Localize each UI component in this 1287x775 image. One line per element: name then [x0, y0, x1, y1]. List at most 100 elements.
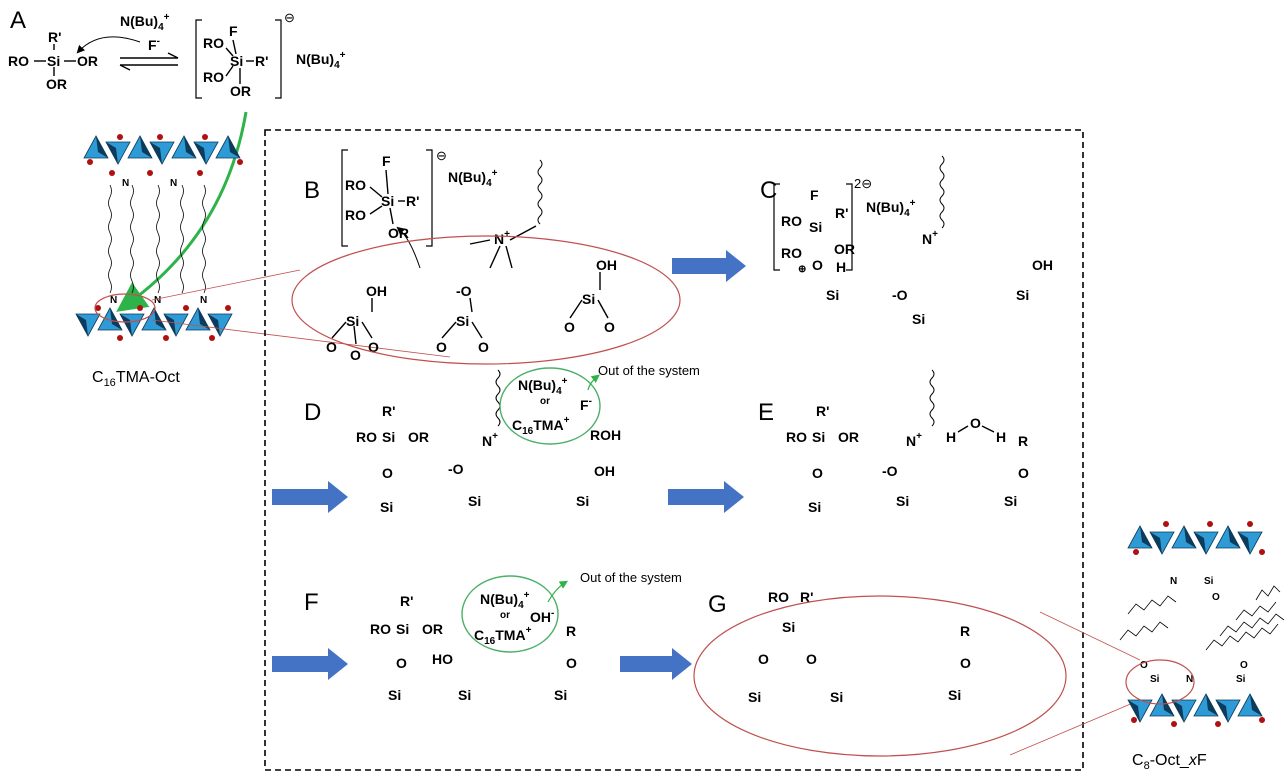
- svg-text:Si: Si: [808, 499, 821, 515]
- svg-text:OH: OH: [366, 283, 387, 299]
- svg-text:Si: Si: [1150, 674, 1160, 685]
- bottom-silicate-layer: [75, 305, 233, 341]
- svg-text:Si: Si: [554, 687, 567, 703]
- svg-text:N+: N+: [494, 229, 510, 247]
- hexacoordinate-silicate-c: F RO Si R' RO OR O H ⊕ 2⊖ N(Bu)4+: [773, 176, 916, 275]
- svg-text:RO: RO: [781, 245, 802, 261]
- svg-text:or: or: [500, 610, 510, 621]
- svg-text:ROH: ROH: [590, 427, 621, 443]
- svg-text:Si: Si: [582, 291, 595, 307]
- mechanism-frame: [264, 129, 1084, 771]
- svg-text:C16TMA+: C16TMA+: [512, 415, 570, 437]
- svg-text:O: O: [436, 339, 447, 355]
- svg-text:F-: F-: [580, 396, 592, 413]
- svg-text:O: O: [1018, 465, 1029, 481]
- arrow-into-d: [272, 481, 348, 513]
- svg-text:N: N: [1186, 674, 1193, 685]
- panel-label-a: A: [10, 7, 26, 34]
- arrow-f-to-g: [620, 648, 692, 680]
- svg-text:OH-: OH-: [530, 608, 554, 625]
- svg-text:-O: -O: [456, 283, 472, 299]
- svg-text:N(Bu)4+: N(Bu)4+: [518, 376, 568, 397]
- panel-label-b: B: [304, 177, 320, 204]
- left-zoom-ellipse: [94, 293, 156, 323]
- svg-text:OH: OH: [594, 463, 615, 479]
- panel-label-f: F: [304, 589, 319, 616]
- svg-text:R: R: [566, 623, 576, 639]
- arrow-d-to-e: [668, 481, 744, 513]
- panel-label-d: D: [304, 399, 321, 426]
- svg-text:OR: OR: [834, 241, 855, 257]
- svg-text:N(Bu)4+: N(Bu)4+: [480, 590, 530, 611]
- svg-text:O: O: [566, 655, 577, 671]
- svg-text:RO: RO: [8, 53, 29, 69]
- svg-text:N: N: [200, 295, 207, 306]
- right-bottom-layer: [1127, 693, 1265, 727]
- svg-text:O: O: [326, 339, 337, 355]
- svg-text:⊖: ⊖: [284, 10, 295, 25]
- svg-text:Si: Si: [912, 311, 925, 327]
- svg-text:⊕: ⊕: [798, 264, 806, 275]
- grafted-silane-f: R' RO Si OR O HO Si Si R O Si: [370, 593, 577, 703]
- svg-text:O: O: [758, 651, 769, 667]
- svg-text:O: O: [368, 339, 379, 355]
- svg-text:Si: Si: [826, 287, 839, 303]
- svg-text:O: O: [1240, 660, 1248, 671]
- svg-text:⊖: ⊖: [436, 148, 447, 163]
- water-molecule: H O H: [946, 415, 1006, 445]
- svg-text:O: O: [812, 465, 823, 481]
- right-alkyl-chains: [1119, 585, 1285, 651]
- svg-text:F: F: [810, 187, 819, 203]
- svg-text:R': R': [255, 53, 268, 69]
- condensed-product-g: RO R' Si O O Si Si R O Si: [748, 589, 971, 705]
- svg-text:OH: OH: [1032, 257, 1053, 273]
- svg-text:Si: Si: [388, 687, 401, 703]
- svg-text:O: O: [806, 651, 817, 667]
- svg-text:R': R': [382, 403, 395, 419]
- svg-text:RO: RO: [781, 213, 802, 229]
- svg-text:N: N: [122, 178, 129, 189]
- svg-text:N(Bu)4+: N(Bu)4+: [448, 168, 498, 189]
- zoom-line-right-2: [1009, 699, 1141, 756]
- ammonium-d: N+ -O Si ROH OH Si: [448, 369, 621, 509]
- svg-text:Si: Si: [381, 193, 394, 209]
- reactant-alkoxysilane: RO Si OR R' OR: [8, 29, 98, 92]
- svg-text:RO: RO: [345, 177, 366, 193]
- svg-text:N+: N+: [482, 431, 498, 449]
- svg-text:Si: Si: [809, 219, 822, 235]
- svg-text:OR: OR: [77, 53, 98, 69]
- svg-text:O: O: [564, 319, 575, 335]
- equilibrium-arrow: [119, 52, 179, 71]
- alkyl-chains: [108, 184, 206, 294]
- svg-text:Si: Si: [748, 689, 761, 705]
- svg-text:RO: RO: [345, 207, 366, 223]
- svg-text:N: N: [154, 295, 161, 306]
- svg-text:Si: Si: [1204, 576, 1214, 587]
- svg-text:OR: OR: [388, 225, 409, 241]
- svg-text:Si: Si: [396, 621, 409, 637]
- silicate-complex-b: F RO Si R' RO OR ⊖ N(Bu)4+: [341, 148, 498, 247]
- svg-text:OR: OR: [408, 429, 429, 445]
- surface-silanols-b: OH Si O O O -O Si O O OH Si O O: [326, 257, 617, 363]
- svg-text:N: N: [170, 178, 177, 189]
- svg-text:Si: Si: [380, 499, 393, 515]
- svg-text:H: H: [996, 429, 1006, 445]
- svg-text:O: O: [960, 655, 971, 671]
- fluoride-source: N(Bu)4+ F-: [76, 12, 170, 54]
- svg-text:O: O: [604, 319, 615, 335]
- grafted-silane-d: R' RO Si OR O Si: [356, 403, 429, 515]
- ammonium-b: N+: [396, 159, 543, 269]
- product-zoom-ellipse-g: [693, 595, 1067, 757]
- note-out-of-system-1: Out of the system: [598, 363, 700, 378]
- svg-text:RO: RO: [356, 429, 377, 445]
- svg-text:Si: Si: [812, 429, 825, 445]
- svg-text:O: O: [1212, 592, 1220, 603]
- svg-text:F: F: [382, 153, 391, 169]
- svg-text:O: O: [382, 465, 393, 481]
- svg-text:HO: HO: [432, 651, 453, 667]
- ammonium-c: N+ -O OH Si Si Si: [826, 155, 1053, 327]
- grafted-silane-e: R' RO Si OR O Si: [786, 403, 859, 515]
- svg-text:Si: Si: [458, 687, 471, 703]
- svg-text:Si: Si: [1004, 493, 1017, 509]
